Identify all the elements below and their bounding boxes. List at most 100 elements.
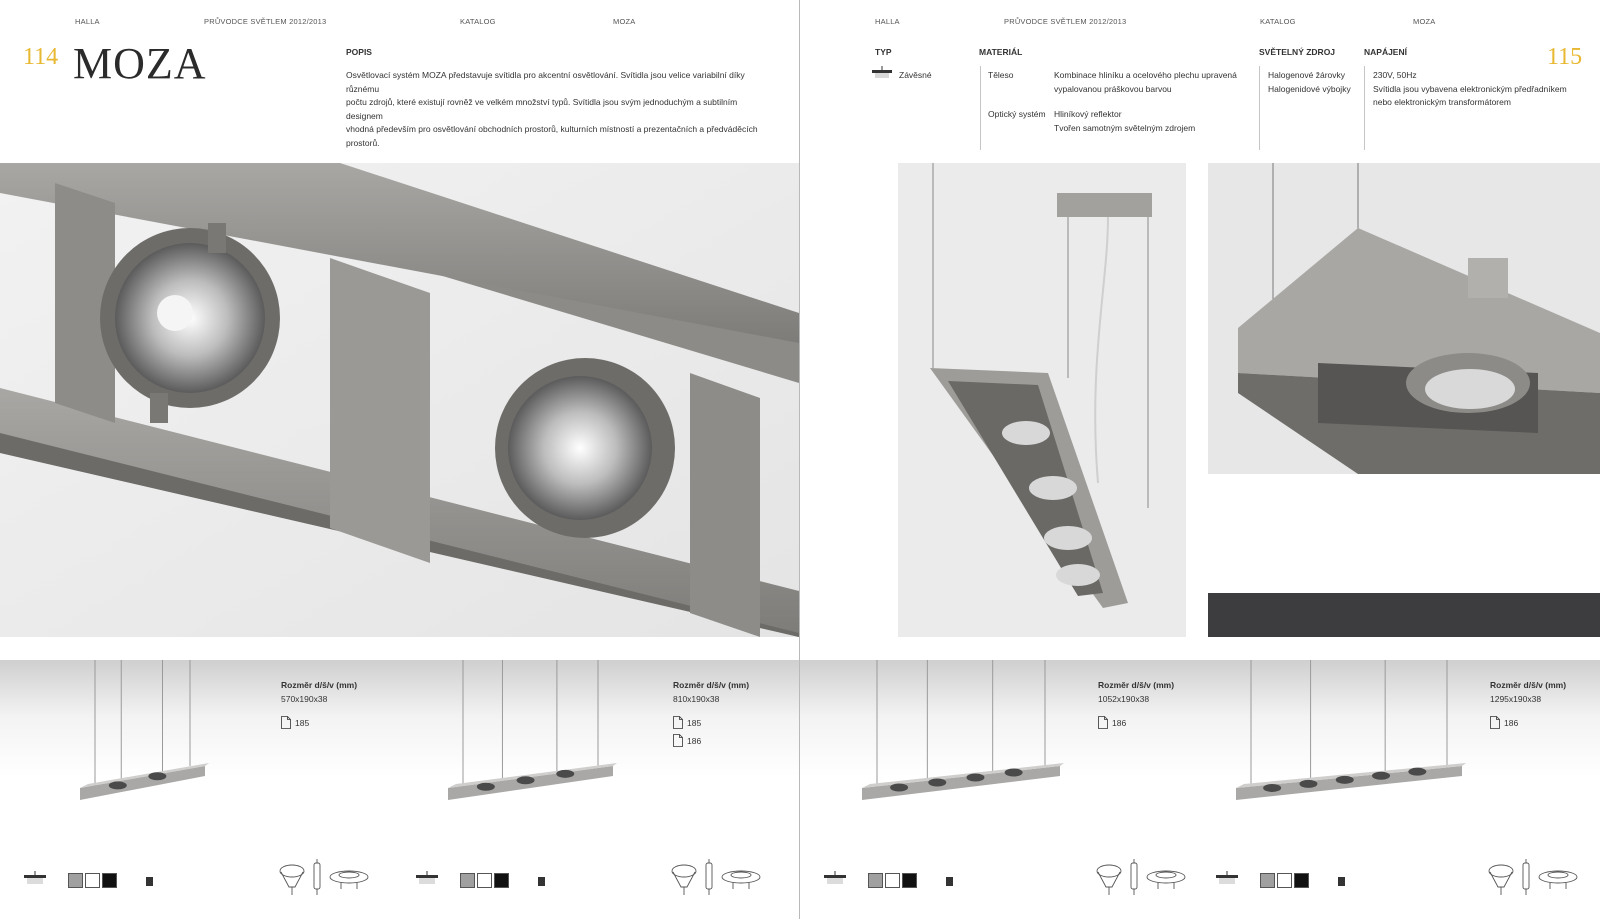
page-reference[interactable]: 186 [1098,716,1126,729]
white-color-swatch [1277,873,1292,888]
page-reference[interactable]: 185 [281,716,309,729]
spot-lamp [476,782,495,791]
grey-color-swatch [1260,873,1275,888]
page-number: 186 [1112,717,1127,728]
variant-3: Rozměr d/š/v (mm) 1052x190x38 186 [800,660,1200,919]
document-page-icon [1490,716,1500,729]
type-heading: TYP [875,47,892,57]
black-color-swatch [902,873,917,888]
document-page-icon [673,716,683,729]
dark-accent-band [1208,593,1600,637]
discharge-lamp-icon [1130,859,1138,895]
dimension-value: 1052x190x38 [1098,694,1150,704]
page-reference[interactable]: 185 [673,716,701,729]
black-color-swatch [494,873,509,888]
spot-lamp [1335,775,1354,784]
white-color-swatch [85,873,100,888]
spot-lamp [1299,779,1318,788]
running-head-brand: HALLA [875,17,900,26]
black-color-swatch [1294,873,1309,888]
fixture-drawing [862,660,1064,800]
lamp-types-icons [279,859,369,895]
dimension-value: 570x190x38 [281,694,328,704]
running-head-guide: PRŮVODCE SVĚTLEM 2012/2013 [204,17,327,26]
variant-2: Rozměr d/š/v (mm) 810x190x38 185 186 [392,660,792,919]
grey-color-swatch [68,873,83,888]
running-head-catalog: KATALOG [1260,17,1296,26]
running-head-guide: PRŮVODCE SVĚTLEM 2012/2013 [1004,17,1127,26]
optics-material: Hliníkový reflektor Tvořen samotným svět… [1054,108,1254,135]
fixture-top [1236,763,1466,788]
optics-material-line: Tvořen samotným světelným zdrojem [1054,122,1196,133]
spot-lamp [1004,768,1023,777]
spot-lamp [890,783,909,792]
body-label: Těleso [988,70,1014,80]
spot-lamp [148,772,167,781]
power-list: 230V, 50Hz Svítidla jsou vybavena elektr… [1373,69,1588,110]
mini-fixture-icon [538,877,545,886]
pendant-type-icon [1216,871,1238,884]
running-head-product: MOZA [1413,17,1436,26]
dimension-value: 810x190x38 [673,694,720,704]
dimension-label: Rozměr d/š/v (mm) [1490,680,1567,690]
metal-halide-lamp-icon [1146,870,1186,889]
spot-lamp [928,778,947,787]
pendant-type-icon [872,66,892,78]
dimension-label: Rozměr d/š/v (mm) [1098,680,1175,690]
white-color-swatch [885,873,900,888]
spot-lamp [1372,771,1391,780]
document-page-icon [673,734,683,747]
description-line: vhodná především pro osvětlování obchodn… [346,124,758,134]
black-color-swatch [102,873,117,888]
fixture-drawing [448,660,617,800]
spot-lamp [1408,767,1427,776]
document-page-icon [1098,716,1108,729]
grey-color-swatch [460,873,475,888]
pendant-type-icon [824,871,846,884]
mini-fixture-icon [1338,877,1345,886]
dimension-label: Rozměr d/š/v (mm) [281,680,358,690]
metal-halide-lamp-icon [329,870,369,889]
page-number-right: 115 [1547,44,1583,70]
variant-1: Rozměr d/š/v (mm) 570x190x38 185 [0,660,400,919]
power-divider [1364,66,1365,150]
hero-product-photo [0,163,799,637]
body-material-line: Kombinace hliníku a ocelového plechu upr… [1054,70,1237,80]
fixture-drawing [80,660,209,800]
dark-band-fill [1208,593,1600,637]
description-heading: POPIS [346,47,372,57]
lamp-reflector-icon [1488,864,1514,895]
fixture-detail-photo [1208,163,1600,474]
light-source-list: Halogenové žárovky Halogenidové výbojky [1268,69,1351,96]
light-source-heading: SVĚTELNÝ ZDROJ [1259,47,1336,57]
hanging-fixture-photo [898,163,1186,637]
light-source-item: Halogenidové výbojky [1268,83,1351,94]
dimension-value: 1295x190x38 [1490,694,1542,704]
white-color-swatch [477,873,492,888]
lamp-reflector-icon [279,864,305,895]
mini-fixture-icon [146,877,153,886]
power-heading: NAPÁJENÍ [1364,47,1407,57]
optics-label: Optický systém [988,109,1046,119]
power-line: 230V, 50Hz [1373,70,1417,80]
page-number: 186 [1504,717,1519,728]
discharge-lamp-icon [705,859,713,895]
material-divider [980,66,981,150]
lamp-types-icons [671,859,761,895]
page-reference[interactable]: 186 [673,734,701,747]
dimension-label: Rozměr d/š/v (mm) [673,680,750,690]
variant-4: Rozměr d/š/v (mm) 1295x190x38 186 [1192,660,1592,919]
spot-lamp [1263,783,1282,792]
power-line: Svítidla jsou vybavena elektronickým pře… [1373,83,1567,94]
lamp-types-icons [1096,859,1186,895]
running-head-brand: HALLA [75,17,100,26]
page-reference[interactable]: 186 [1490,716,1518,729]
type-value: Závěsné [899,70,932,80]
description-line: počtu zdrojů, které existují rovněž ve v… [346,97,738,121]
document-page-icon [281,716,291,729]
fixture-top [448,763,617,788]
lamp-reflector-icon [671,864,697,895]
page-number-left: 114 [23,44,59,70]
light-source-divider [1259,66,1260,150]
